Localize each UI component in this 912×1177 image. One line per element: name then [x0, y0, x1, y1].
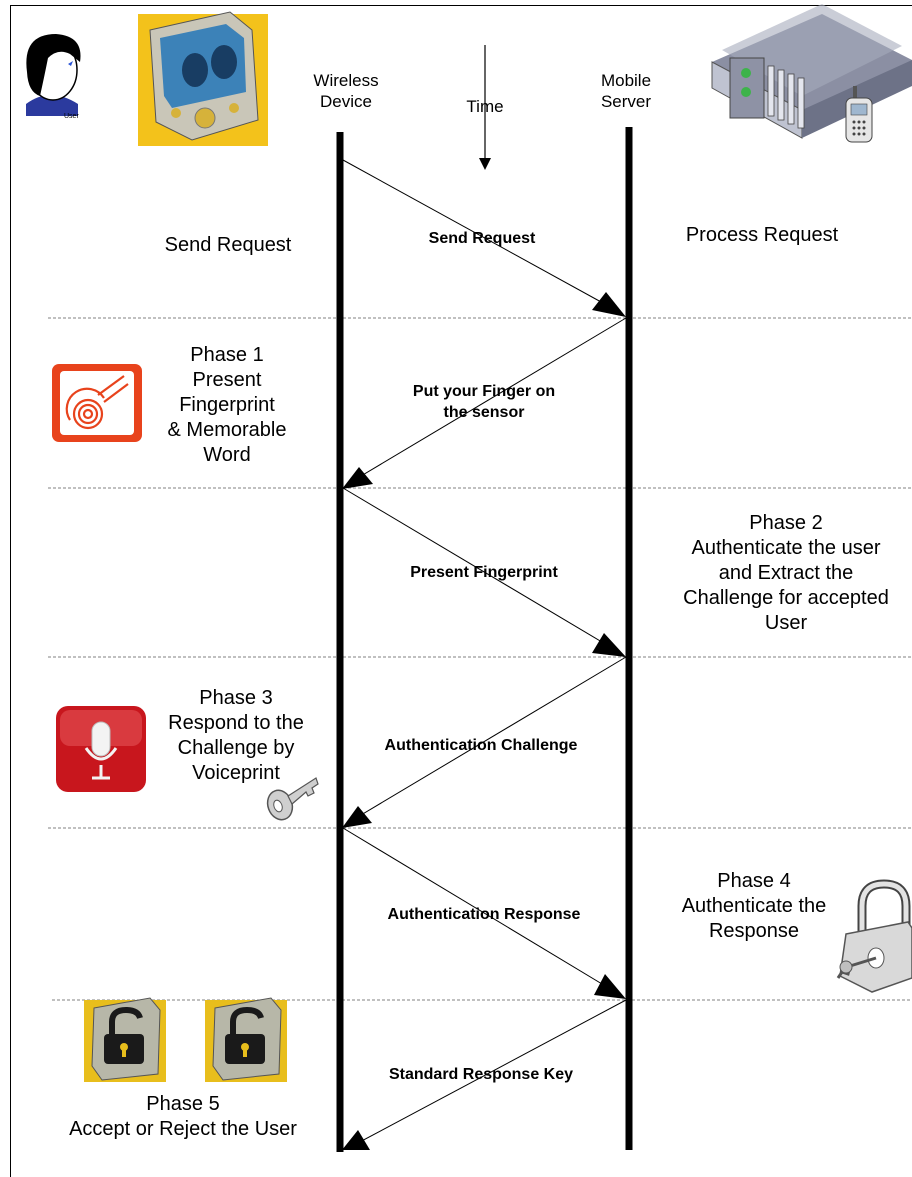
arrowhead-present-fingerprint: [592, 633, 626, 657]
step-phase-4: Phase 4 Authenticate the Response: [681, 870, 827, 942]
microphone-icon: [56, 706, 146, 792]
padlock-key-icon: [836, 879, 912, 993]
time-arrowhead: [479, 158, 491, 170]
message-line-present-fingerprint: [342, 487, 613, 649]
fingerprint-icon: [52, 364, 142, 442]
arrowhead-response-key: [342, 1130, 370, 1150]
diagram-frame: [10, 5, 912, 1177]
mobile-server-label: Mobile Server: [600, 71, 652, 111]
arrowhead-auth-challenge: [342, 806, 372, 828]
message-line-send-request: [342, 159, 613, 309]
server-icon: [711, 4, 912, 139]
message-label-auth-response: Authentication Response: [387, 906, 581, 923]
phase-dividers: [48, 317, 912, 1001]
message-label-put-finger: Put your Finger on the sensor: [412, 383, 556, 421]
time-label: Time: [466, 97, 504, 116]
message-line-response-key: [355, 999, 627, 1145]
message-label-send-request: Send Request: [428, 230, 536, 247]
message-line-auth-challenge: [355, 656, 627, 819]
step-process-request: Process Request: [685, 224, 839, 246]
message-line-auth-response: [342, 827, 613, 991]
mobile-phone-icon: [845, 86, 873, 143]
wireless-device-label: Wireless Device: [313, 71, 379, 111]
step-phase-5: Phase 5 Accept or Reject the User: [69, 1093, 297, 1140]
pda-unlock-icon: [84, 997, 166, 1082]
pda-unlock-icon: [205, 997, 287, 1082]
arrowhead-auth-response: [594, 974, 626, 999]
pda-fingerprint-icon: [138, 11, 268, 146]
user-icon: User: [26, 34, 81, 120]
arrowhead-put-finger: [342, 467, 373, 489]
step-phase-3: Phase 3 Respond to the Challenge by Voic…: [168, 687, 304, 784]
message-arrowheads: [342, 292, 626, 1150]
message-lines: [342, 159, 627, 1145]
arrowhead-send-request: [592, 292, 626, 317]
step-phase-1: Phase 1 Present Fingerprint & Memorable …: [167, 344, 287, 466]
message-label-auth-challenge: Authentication Challenge: [384, 737, 578, 754]
step-send-request: Send Request: [164, 234, 292, 256]
step-phase-2: Phase 2 Authenticate the user and Extrac…: [683, 512, 889, 634]
key-icon: [266, 777, 319, 821]
user-icon-caption: User: [64, 113, 79, 120]
message-label-present-fingerprint: Present Fingerprint: [410, 564, 558, 581]
message-label-response-key: Standard Response Key: [388, 1066, 574, 1083]
message-line-put-finger: [355, 317, 627, 480]
